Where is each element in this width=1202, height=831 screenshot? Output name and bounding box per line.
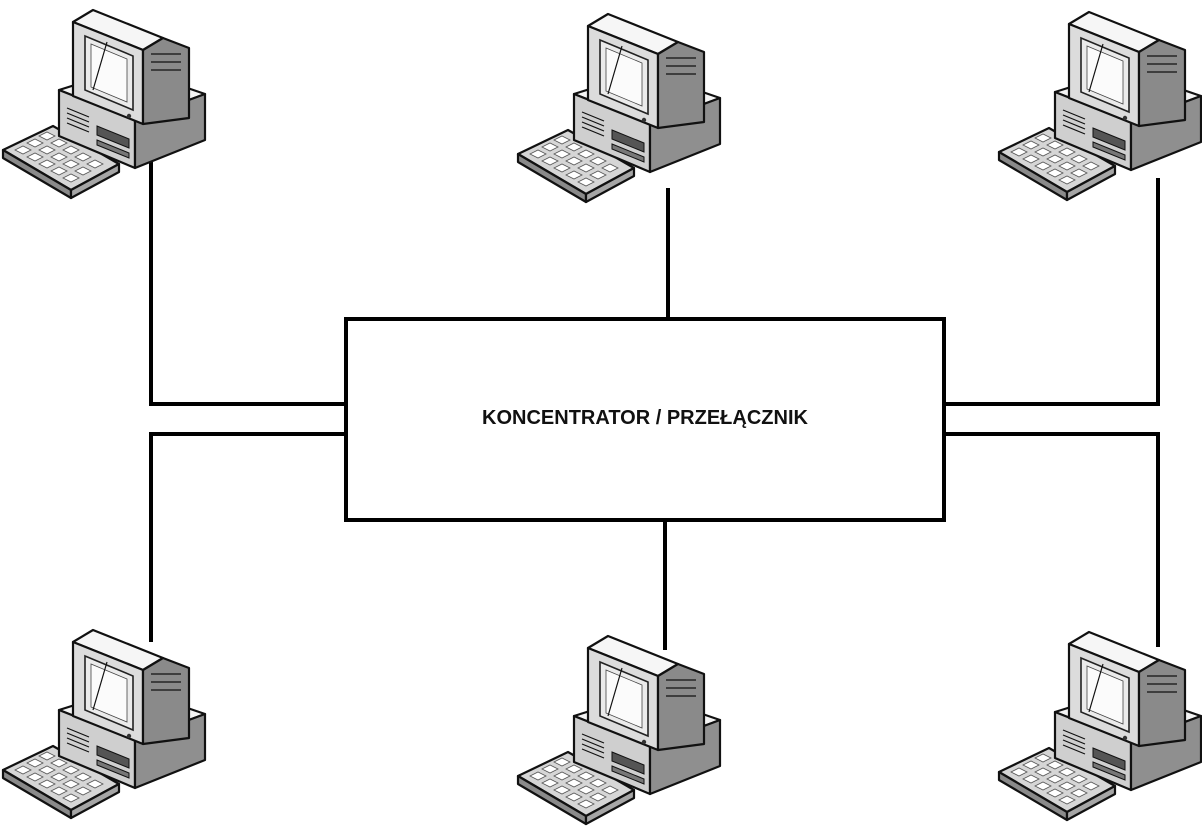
desktop-computer-icon (516, 12, 722, 204)
desktop-computer-icon (997, 10, 1202, 202)
link-bottom-right (942, 432, 1160, 647)
hub-switch: KONCENTRATOR / PRZEŁĄCZNIK (344, 317, 946, 522)
hub-switch-label: KONCENTRATOR / PRZEŁĄCZNIK (482, 407, 808, 429)
desktop-computer-icon (1, 8, 207, 200)
desktop-computer-icon (997, 630, 1202, 822)
link-bottom-left (149, 432, 348, 642)
link-top-right (942, 178, 1160, 406)
desktop-computer-icon (516, 634, 722, 826)
desktop-computer-icon (1, 628, 207, 820)
connection-lines (149, 158, 1160, 650)
link-top-left (149, 158, 348, 406)
hub-switch-box (344, 317, 946, 522)
